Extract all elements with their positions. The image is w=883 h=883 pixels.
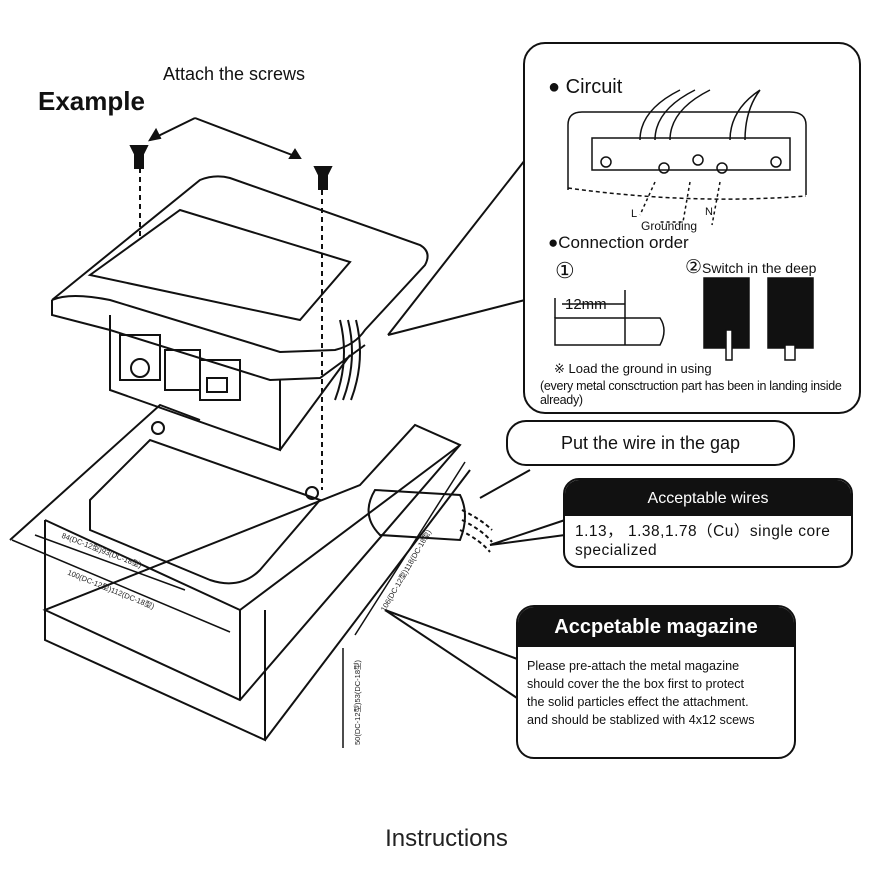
- connection-order-heading: ●Connection order: [548, 233, 689, 252]
- dimension-height: 50(DC-12型)53(DC-18型): [353, 659, 362, 745]
- page-heading: Example: [38, 86, 145, 116]
- magazine-title: Accpetable magazine: [518, 607, 794, 647]
- circuit-heading: ● Circuit: [548, 76, 623, 98]
- step2-marker: ②: [685, 257, 703, 278]
- ground-note: ※ Load the ground in using: [554, 361, 712, 376]
- magazine-line: Please pre-attach the metal magazine: [527, 659, 740, 673]
- magazine-line: should cover the the box first to protec…: [527, 677, 745, 691]
- neutral-label: N: [705, 206, 713, 218]
- magazine-box: Accpetable magazine Please pre-attach th…: [516, 605, 796, 759]
- mounting-box: [9, 403, 493, 742]
- step2: ②Switch in the deep: [685, 256, 816, 279]
- acceptable-wires-title: Acceptable wires: [565, 480, 851, 516]
- circuit-label: Circuit: [565, 76, 623, 98]
- connection-order-label: Connection order: [558, 233, 689, 252]
- callout-pointers: [384, 159, 566, 701]
- ground-note-detail: (every metal consctruction part has been…: [540, 379, 842, 407]
- step1-marker: ①: [555, 258, 575, 283]
- magazine-line: the solid particles effect the attachmen…: [527, 695, 749, 709]
- acceptable-wires-body: 1.13， 1.38,1.78（Cu）single core specializ…: [575, 523, 831, 559]
- magazine-line: and should be stablized with 4x12 scews: [527, 713, 755, 727]
- screw-icons: [129, 117, 333, 490]
- dimension-arrows: [11, 461, 466, 748]
- strip-length-label: 12mm: [565, 296, 607, 313]
- socket-lid: [51, 175, 429, 452]
- circuit-panel: [523, 42, 861, 414]
- acceptable-wires-box: Acceptable wires 1.13， 1.38,1.78（Cu）sing…: [563, 478, 853, 568]
- live-label: L: [631, 208, 638, 220]
- caption: Instructions: [385, 825, 508, 852]
- grounding-label: Grounding: [641, 219, 698, 233]
- attach-screws-label: Attach the screws: [163, 64, 306, 84]
- wire-gap-callout: Put the wire in the gap: [506, 420, 795, 466]
- step2-label: Switch in the deep: [702, 260, 817, 276]
